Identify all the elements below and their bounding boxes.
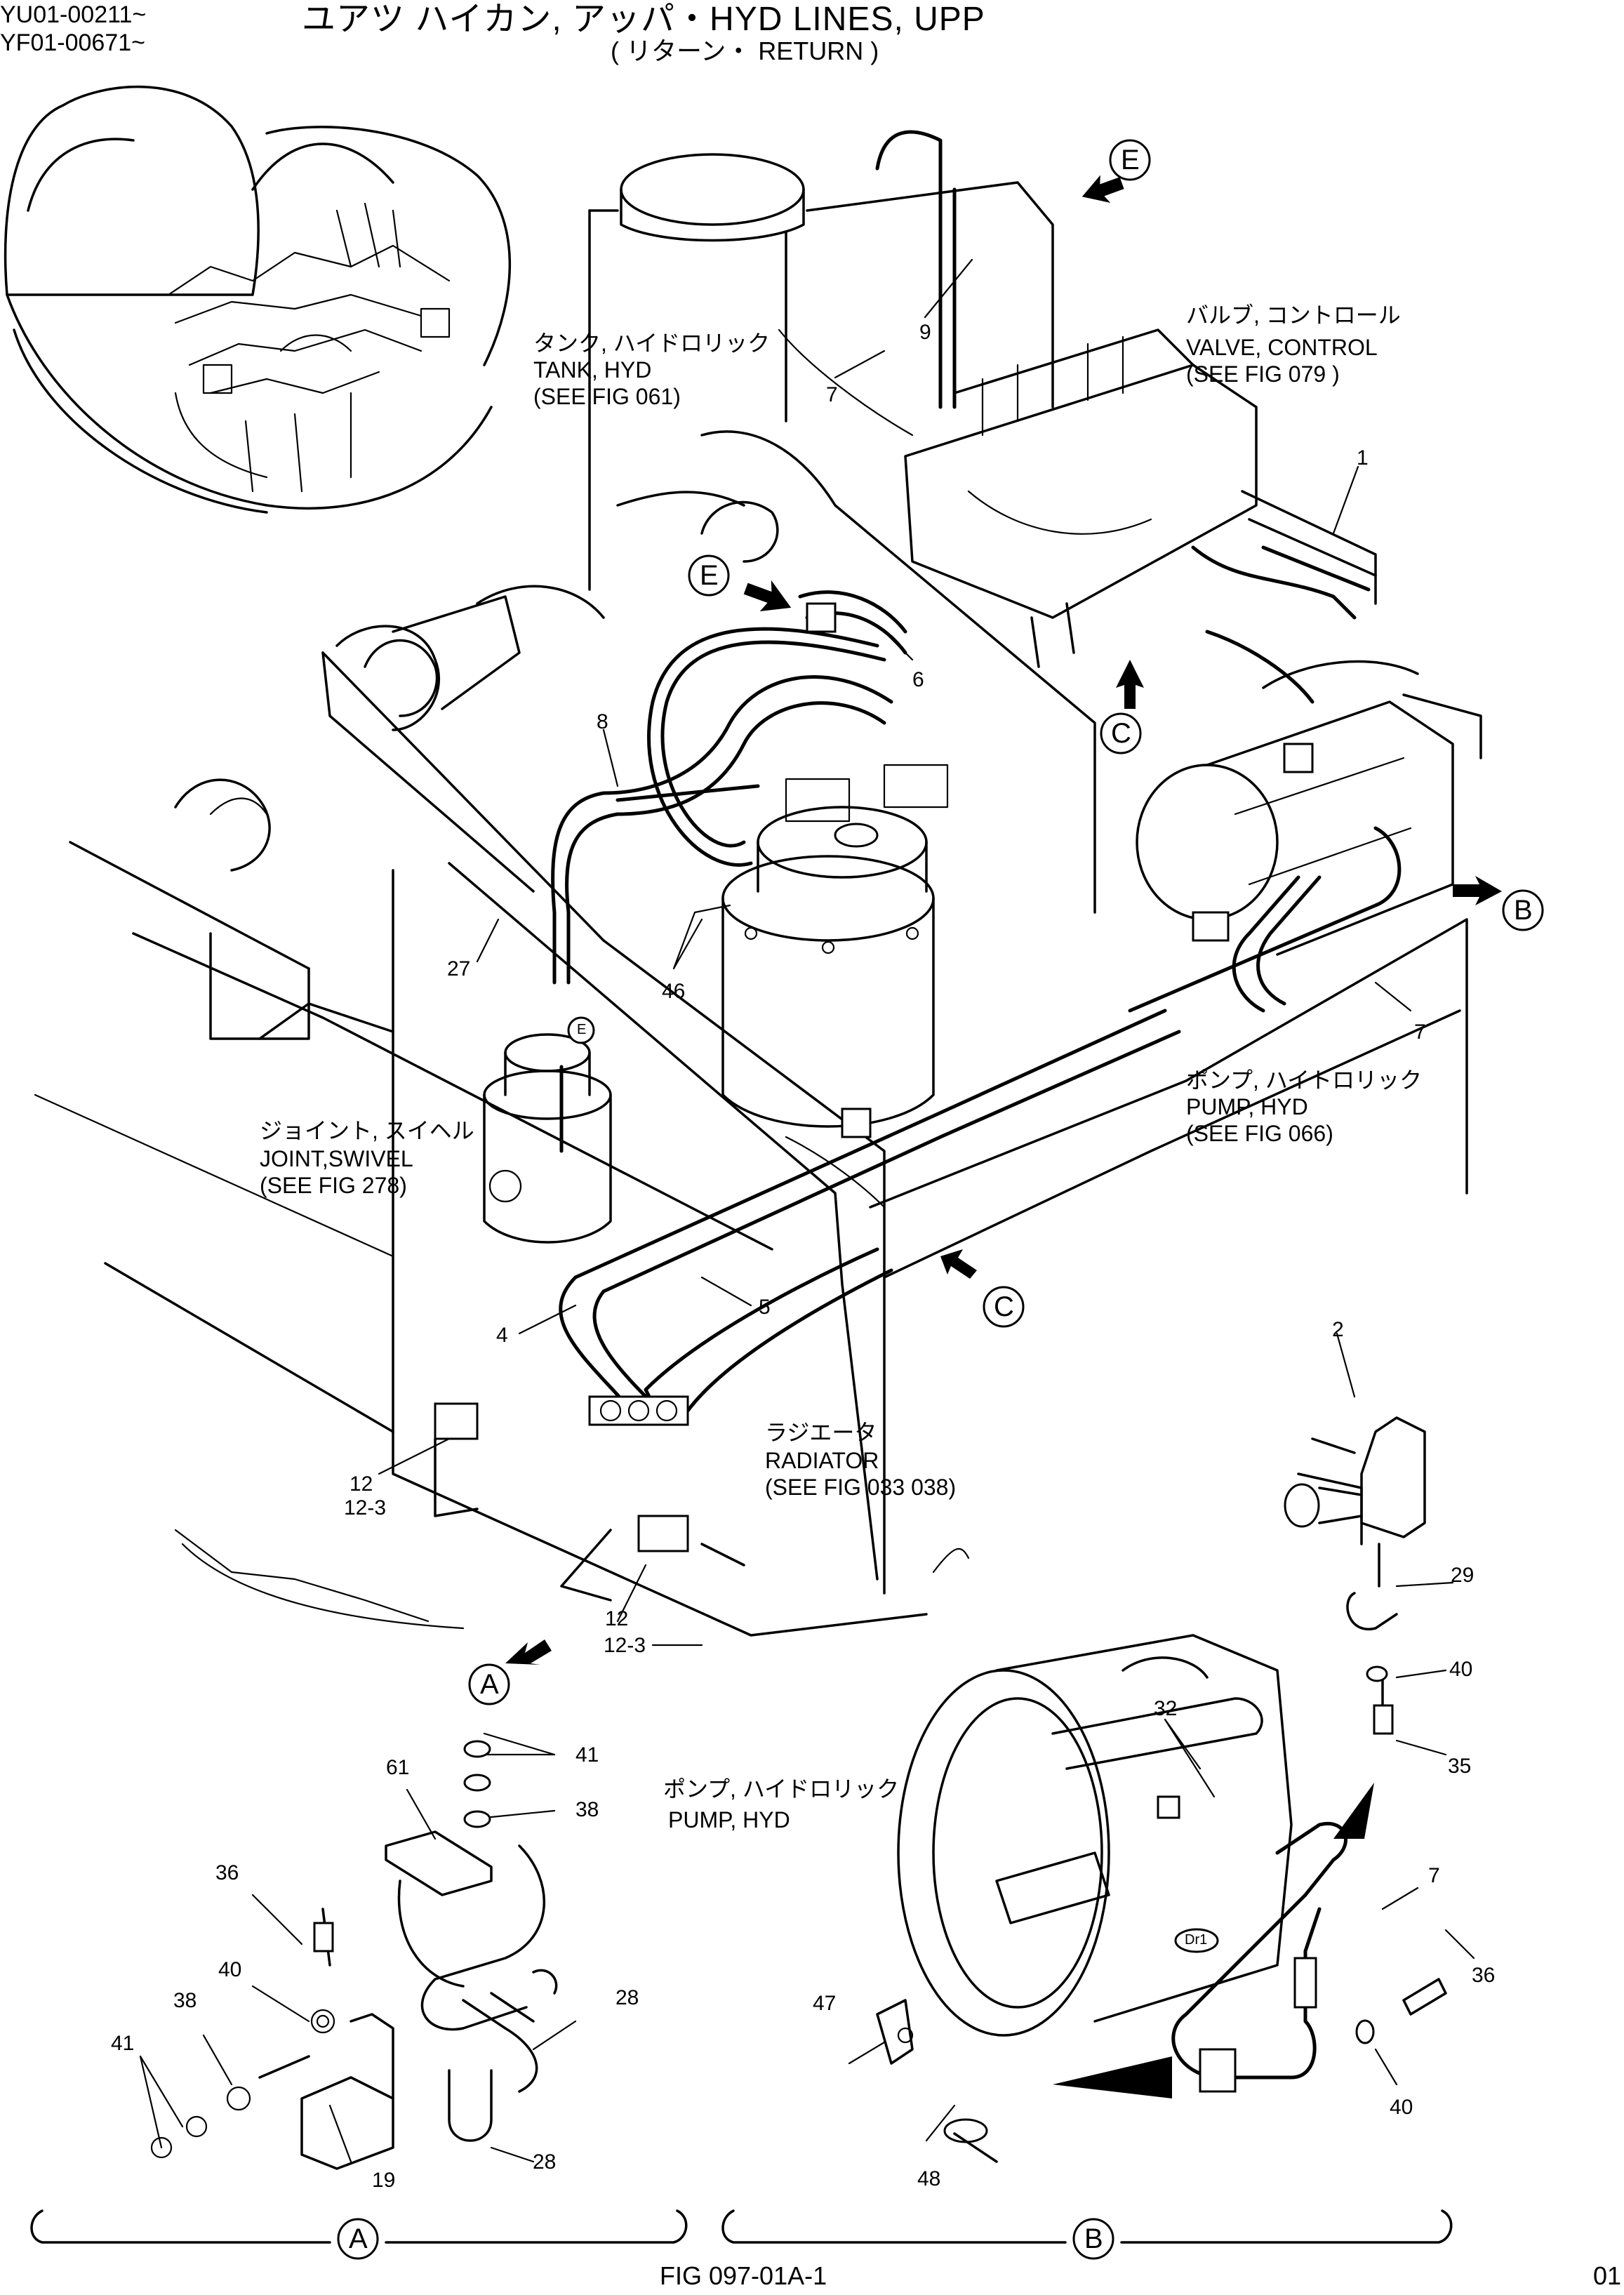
callout-arrows (505, 175, 1502, 2098)
return-hoses (551, 130, 1402, 1420)
upper-frame-outline (34, 430, 1468, 1637)
note-pump-jp: ポンプ, ハイトロリック (1186, 1067, 1423, 1093)
part-number-12-3-left: 12-3 (344, 1496, 387, 1519)
part-number-9: 9 (919, 321, 931, 344)
part-number-19: 19 (372, 2169, 396, 2192)
part-number-28-lower: 28 (533, 2150, 557, 2174)
part-number-40-detail-b: 40 (1390, 2096, 1413, 2119)
part-number-48: 48 (917, 2167, 941, 2190)
part-number-12-3-right: 12-3 (604, 1634, 646, 1657)
note-tank-ref: (SEE FIG 061) (533, 384, 681, 409)
part-number-12-left: 12 (350, 1472, 373, 1496)
part-number-46: 46 (662, 980, 686, 1003)
part-number-2: 2 (1332, 1318, 1344, 1341)
note-radiator-en: RADIATOR (765, 1448, 879, 1473)
part-number-32: 32 (1154, 1697, 1178, 1720)
callout-c-top: C (1111, 718, 1131, 749)
part-number-7-upper: 7 (826, 383, 838, 406)
part-number-38-lower: 38 (173, 1989, 197, 2012)
hyd-tank-outline (588, 153, 1054, 591)
callout-circles (337, 139, 1544, 2260)
note-joint-jp: ジョイント, スイヘル (260, 1118, 474, 1143)
note-valve-en: VALVE, CONTROL (1186, 335, 1378, 360)
part-number-4: 4 (496, 1324, 508, 1347)
detail-b-illustration (876, 1416, 1447, 2163)
callout-b-main: B (1514, 895, 1533, 926)
swivel-joint-outline (483, 1033, 612, 1244)
part-number-7-detail: 7 (1428, 1864, 1440, 1887)
figure-number: FIG 097-01A-1 (660, 2261, 827, 2290)
callout-e-top: E (1121, 145, 1140, 175)
page-number: 01 (1593, 2261, 1622, 2290)
part-number-41-lower: 41 (111, 2032, 135, 2055)
part-number-7-middle: 7 (1414, 1020, 1426, 1044)
swing-motor-outline (721, 764, 949, 1128)
excavator-inset-illustration (4, 85, 511, 514)
detail-a-label: A (349, 2223, 368, 2254)
note-pump-ref: (SEE FIG 066) (1186, 1121, 1333, 1146)
note-radiator-ref: (SEE FIG 033 038) (765, 1475, 957, 1500)
note-joint-en: JOINT,SWIVEL (260, 1146, 413, 1171)
callout-e-mid: E (700, 560, 719, 591)
note-tank-en: TANK, HYD (533, 357, 652, 382)
detail-b-label: B (1084, 2223, 1103, 2254)
note-valve-jp: バルブ, コントロール (1186, 302, 1401, 328)
part-number-8: 8 (597, 710, 608, 733)
note-valve-ref: (SEE FIG 079 ) (1186, 361, 1340, 387)
note-radiator-jp: ラジエータ (765, 1420, 877, 1445)
page-subtitle: ( リターン・ RETURN ) (611, 36, 879, 65)
part-number-41-upper: 41 (575, 1743, 599, 1767)
leader-lines (139, 258, 1475, 2163)
part-number-40-right-upper: 40 (1449, 1658, 1473, 1681)
clamps (434, 602, 1314, 1602)
part-number-35: 35 (1448, 1755, 1472, 1778)
note-pump-en: PUMP, HYD (1186, 1094, 1308, 1119)
part-number-61: 61 (386, 1756, 410, 1779)
detail-a-illustration (150, 1740, 558, 2170)
detail-brackets (30, 2209, 1453, 2244)
note-pump2-jp: ポンプ, ハイドロリック (663, 1776, 900, 1802)
page-title: ユアツ ハイカン, アッパ・HYD LINES, UPP (302, 1, 985, 38)
callout-a-main: A (480, 1669, 499, 1700)
part-number-36-detail-b: 36 (1472, 1964, 1496, 1987)
part-number-6: 6 (912, 668, 924, 691)
serial-range-1: YU01-00211~ (0, 1, 147, 28)
part-number-40-detail-a: 40 (218, 1958, 242, 1981)
callout-e-swivel: E (577, 1022, 587, 1037)
part-number-12-right: 12 (605, 1607, 629, 1630)
part-number-29: 29 (1451, 1564, 1475, 1587)
serial-range-2: YF01-00671~ (0, 29, 145, 56)
part-number-1: 1 (1357, 446, 1369, 470)
callout-c-bottom: C (994, 1291, 1014, 1322)
note-joint-ref: (SEE FIG 278) (260, 1173, 407, 1198)
part-number-47: 47 (813, 1992, 837, 2015)
control-valve-outline (904, 328, 1258, 668)
part-number-5: 5 (759, 1296, 771, 1319)
part-number-38-upper: 38 (575, 1798, 599, 1821)
part-number-27: 27 (447, 957, 471, 980)
hyd-pump-outline (1136, 660, 1482, 956)
note-tank-jp: タンク, ハイドロリック (533, 331, 771, 356)
port-dr1-tag: Dr1 (1185, 1932, 1208, 1948)
part-number-36-detail-a: 36 (215, 1861, 239, 1884)
note-pump2-en: PUMP, HYD (668, 1807, 790, 1832)
part-number-28-upper: 28 (615, 1986, 639, 2009)
